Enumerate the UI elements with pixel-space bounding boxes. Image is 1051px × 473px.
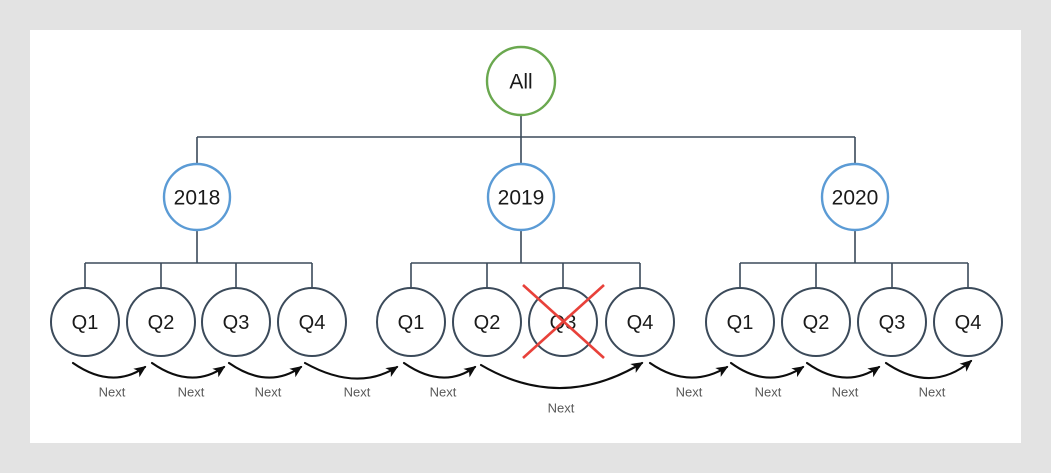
node-2020-q2[interactable]: Q2 <box>781 287 851 357</box>
next-label-6: Next <box>548 401 575 416</box>
node-2018-q2[interactable]: Q2 <box>126 287 196 357</box>
sequence-edge-labels: Next Next Next Next Next Next Next Next … <box>99 385 946 416</box>
node-year-2018[interactable]: 2018 <box>162 162 232 232</box>
node-2018-q1-circle[interactable] <box>50 287 120 357</box>
node-all-label: All <box>509 71 532 94</box>
node-2019-q2-circle[interactable] <box>452 287 522 357</box>
next-label-1: Next <box>99 385 126 400</box>
node-2019-q2[interactable]: Q2 <box>452 287 522 357</box>
next-label-10: Next <box>919 385 946 400</box>
node-all[interactable]: All <box>485 45 557 117</box>
node-2020-q1-circle[interactable] <box>705 287 775 357</box>
node-2018-q3-label: Q3 <box>223 312 250 334</box>
node-2020-q3-circle[interactable] <box>857 287 927 357</box>
node-2019-q1[interactable]: Q1 <box>376 287 446 357</box>
node-all-circle[interactable] <box>485 45 557 117</box>
node-2020-q4-label: Q4 <box>955 312 982 334</box>
next-arrow-7 <box>648 361 729 379</box>
node-year-2018-label: 2018 <box>174 187 221 210</box>
node-2020-q1[interactable]: Q1 <box>705 287 775 357</box>
node-year-2019-label: 2019 <box>498 187 545 210</box>
node-2019-q3[interactable]: Q3 <box>522 284 605 359</box>
node-2020-q3-label: Q3 <box>879 312 906 334</box>
next-arrow-5 <box>402 361 477 379</box>
next-label-7: Next <box>676 385 703 400</box>
node-2020-q3[interactable]: Q3 <box>857 287 927 357</box>
node-year-2020-label: 2020 <box>832 187 879 210</box>
node-2020-q2-circle[interactable] <box>781 287 851 357</box>
node-2020-q4-circle[interactable] <box>933 287 1003 357</box>
next-label-2: Next <box>178 385 205 400</box>
next-arrow-4 <box>303 361 399 380</box>
node-2018-q4-circle[interactable] <box>277 287 347 357</box>
next-arrow-10 <box>884 359 973 380</box>
node-2018-q2-circle[interactable] <box>126 287 196 357</box>
node-2019-q4-circle[interactable] <box>605 287 675 357</box>
next-arrow-2 <box>150 361 226 379</box>
node-2020-q2-label: Q2 <box>803 312 830 334</box>
next-arrow-3 <box>227 361 303 379</box>
tree-connectors <box>84 115 969 288</box>
node-2019-q4[interactable]: Q4 <box>605 287 675 357</box>
node-2020-q1-label: Q1 <box>727 312 754 334</box>
next-arrow-1 <box>71 361 147 379</box>
node-2018-q1[interactable]: Q1 <box>50 287 120 357</box>
node-year-2019[interactable]: 2019 <box>486 162 556 232</box>
node-2018-q3-circle[interactable] <box>201 287 271 357</box>
node-2018-q4-label: Q4 <box>299 312 326 334</box>
node-2019-q1-circle[interactable] <box>376 287 446 357</box>
node-2019-q2-label: Q2 <box>474 312 501 334</box>
node-2018-q2-label: Q2 <box>148 312 175 334</box>
next-label-5: Next <box>430 385 457 400</box>
node-year-2020[interactable]: 2020 <box>820 162 890 232</box>
next-label-4: Next <box>344 385 371 400</box>
node-year-2019-circle[interactable] <box>486 162 556 232</box>
node-2020-q4[interactable]: Q4 <box>933 287 1003 357</box>
next-label-8: Next <box>755 385 782 400</box>
node-2018-q1-label: Q1 <box>72 312 99 334</box>
node-2018-q4[interactable]: Q4 <box>277 287 347 357</box>
cross-out-icon-stroke-b <box>522 284 605 359</box>
next-arrow-6-skip-q3 <box>479 361 644 390</box>
node-2019-q1-label: Q1 <box>398 312 425 334</box>
sequence-arrows <box>71 359 973 390</box>
node-year-2020-circle[interactable] <box>820 162 890 232</box>
next-label-3: Next <box>255 385 282 400</box>
node-2019-q4-label: Q4 <box>627 312 654 334</box>
node-year-2018-circle[interactable] <box>162 162 232 232</box>
next-arrow-8 <box>729 361 805 379</box>
next-label-9: Next <box>832 385 859 400</box>
node-2018-q3[interactable]: Q3 <box>201 287 271 357</box>
next-arrow-9 <box>805 361 881 379</box>
